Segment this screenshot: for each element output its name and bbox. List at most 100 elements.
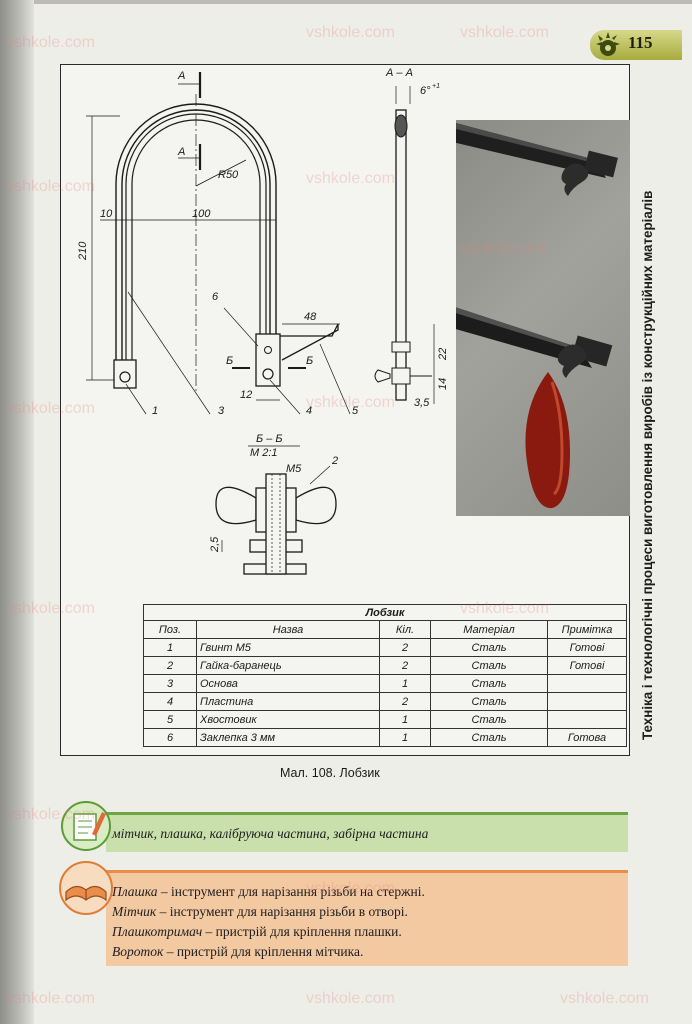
scale-label: М 2:1: [250, 447, 278, 459]
callout-5: 5: [352, 405, 359, 417]
cell: Гайка-баранець: [196, 656, 380, 675]
cell: 1: [143, 638, 197, 657]
cut-b-left: Б: [226, 355, 233, 367]
cell: Сталь: [430, 728, 548, 747]
dim-14: 14: [437, 378, 449, 390]
watermark: vshkole.com: [306, 880, 395, 897]
cell: 4: [143, 692, 197, 711]
key-terms-box: [106, 812, 628, 852]
book-icon: [59, 861, 113, 915]
callout-1: 1: [152, 405, 158, 417]
cell: Хвостовик: [196, 710, 380, 729]
cell: 5: [143, 710, 197, 729]
watermark: vshkole.com: [306, 24, 395, 41]
cell: 2: [379, 692, 431, 711]
cell: [547, 710, 627, 729]
cut-b-right: Б: [306, 355, 313, 367]
cell: 1: [379, 674, 431, 693]
cell: Готова: [547, 728, 627, 747]
technical-drawing: А А R50 10 100 210 48 12 Б Б 1 3 4 5 6 А…: [77, 67, 449, 575]
side-title: Техніка і технологічні процеси виготовле…: [640, 190, 655, 740]
dim-48: 48: [304, 311, 317, 323]
col-pos: Поз.: [143, 620, 197, 639]
cut-a-bottom: А: [177, 146, 185, 158]
header-bar: [34, 0, 692, 4]
gear-icon: [596, 32, 620, 56]
table-row: 6 Заклепка 3 мм 1 Сталь Готова: [143, 728, 627, 747]
cell: [547, 674, 627, 693]
table-row: 2 Гайка-баранець 2 Сталь Готові: [143, 656, 627, 675]
watermark: vshkole.com: [460, 24, 549, 41]
callout-2: 2: [331, 455, 338, 467]
watermark: vshkole.com: [6, 806, 95, 823]
watermark: vshkole.com: [306, 394, 395, 411]
dim-10: 10: [100, 208, 113, 220]
watermark: vshkole.com: [460, 600, 549, 617]
cell: Основа: [196, 674, 380, 693]
dim-angle: 6°: [420, 85, 431, 97]
dim-100: 100: [192, 208, 211, 220]
cell: Сталь: [430, 638, 548, 657]
watermark: vshkole.com: [6, 34, 95, 51]
dim-2-5: 2,5: [209, 536, 221, 553]
table-caption: Лобзик: [143, 604, 627, 621]
dim-r50: R50: [218, 169, 239, 181]
fretsaw-photo-illustration: [452, 122, 618, 509]
callout-3: 3: [218, 405, 225, 417]
watermark: vshkole.com: [6, 990, 95, 1007]
callout-4: 4: [306, 405, 312, 417]
dim-3-5: 3,5: [414, 397, 430, 409]
col-qty: Кіл.: [379, 620, 431, 639]
cell: 6: [143, 728, 197, 747]
cell: Пластина: [196, 692, 380, 711]
definition-plashka: Плашка – інструмент для нарізання різьби…: [112, 884, 425, 899]
col-note: Примітка: [547, 620, 627, 639]
definitions-box: [106, 870, 628, 966]
dim-210: 210: [77, 241, 89, 261]
table-row: 5 Хвостовик 1 Сталь: [143, 710, 627, 729]
cell: Готові: [547, 656, 627, 675]
watermark: vshkole.com: [6, 178, 95, 195]
table-row: 1 Гвинт М5 2 Сталь Готові: [143, 638, 627, 657]
cell: 2: [143, 656, 197, 675]
cell: Сталь: [430, 692, 548, 711]
table-row: 3 Основа 1 Сталь: [143, 674, 627, 693]
cell: 2: [379, 638, 431, 657]
cell: Сталь: [430, 656, 548, 675]
cell: [547, 692, 627, 711]
cut-a-top: А: [177, 70, 185, 82]
watermark: vshkole.com: [306, 990, 395, 1007]
callout-6: 6: [212, 291, 219, 303]
page-number: 115: [628, 33, 653, 52]
section-aa-label: А – А: [385, 67, 413, 79]
photo-fretsaw: [452, 120, 630, 516]
cell: Гвинт М5: [196, 638, 380, 657]
dim-m5: M5: [286, 463, 302, 475]
watermark: vshkole.com: [460, 240, 549, 257]
watermark: vshkole.com: [560, 990, 649, 1007]
key-terms-icon: [61, 801, 111, 851]
cell: Готові: [547, 638, 627, 657]
key-terms-text: мітчик, плашка, калібруюча частина, забі…: [112, 826, 429, 841]
cell: Сталь: [430, 674, 548, 693]
dim-22: 22: [437, 348, 449, 361]
cell: 2: [379, 656, 431, 675]
cell: Сталь: [430, 710, 548, 729]
figure-caption: Мал. 108. Лобзик: [280, 766, 380, 780]
cell: Заклепка 3 мм: [196, 728, 380, 747]
definition-plashkotrymach: Плашкотримач – пристрій для кріплення пл…: [112, 924, 402, 939]
watermark: vshkole.com: [306, 170, 395, 187]
cell: 1: [379, 710, 431, 729]
col-name: Назва: [196, 620, 380, 639]
cell: 3: [143, 674, 197, 693]
section-bb-label: Б – Б: [256, 433, 283, 445]
definition-vorotok: Вороток – пристрій для кріплення мітчика…: [112, 944, 364, 959]
book-spine: [0, 0, 34, 1024]
watermark: vshkole.com: [6, 400, 95, 417]
dim-angle-tol: +1: [432, 83, 440, 90]
cell: 1: [379, 728, 431, 747]
dim-12: 12: [240, 389, 252, 401]
table-row: 4 Пластина 2 Сталь: [143, 692, 627, 711]
definition-mitchyk: Мітчик – інструмент для нарізання різьби…: [112, 904, 408, 919]
parts-table: Лобзик Поз. Назва Кіл. Матеріал Примітка…: [143, 604, 627, 747]
